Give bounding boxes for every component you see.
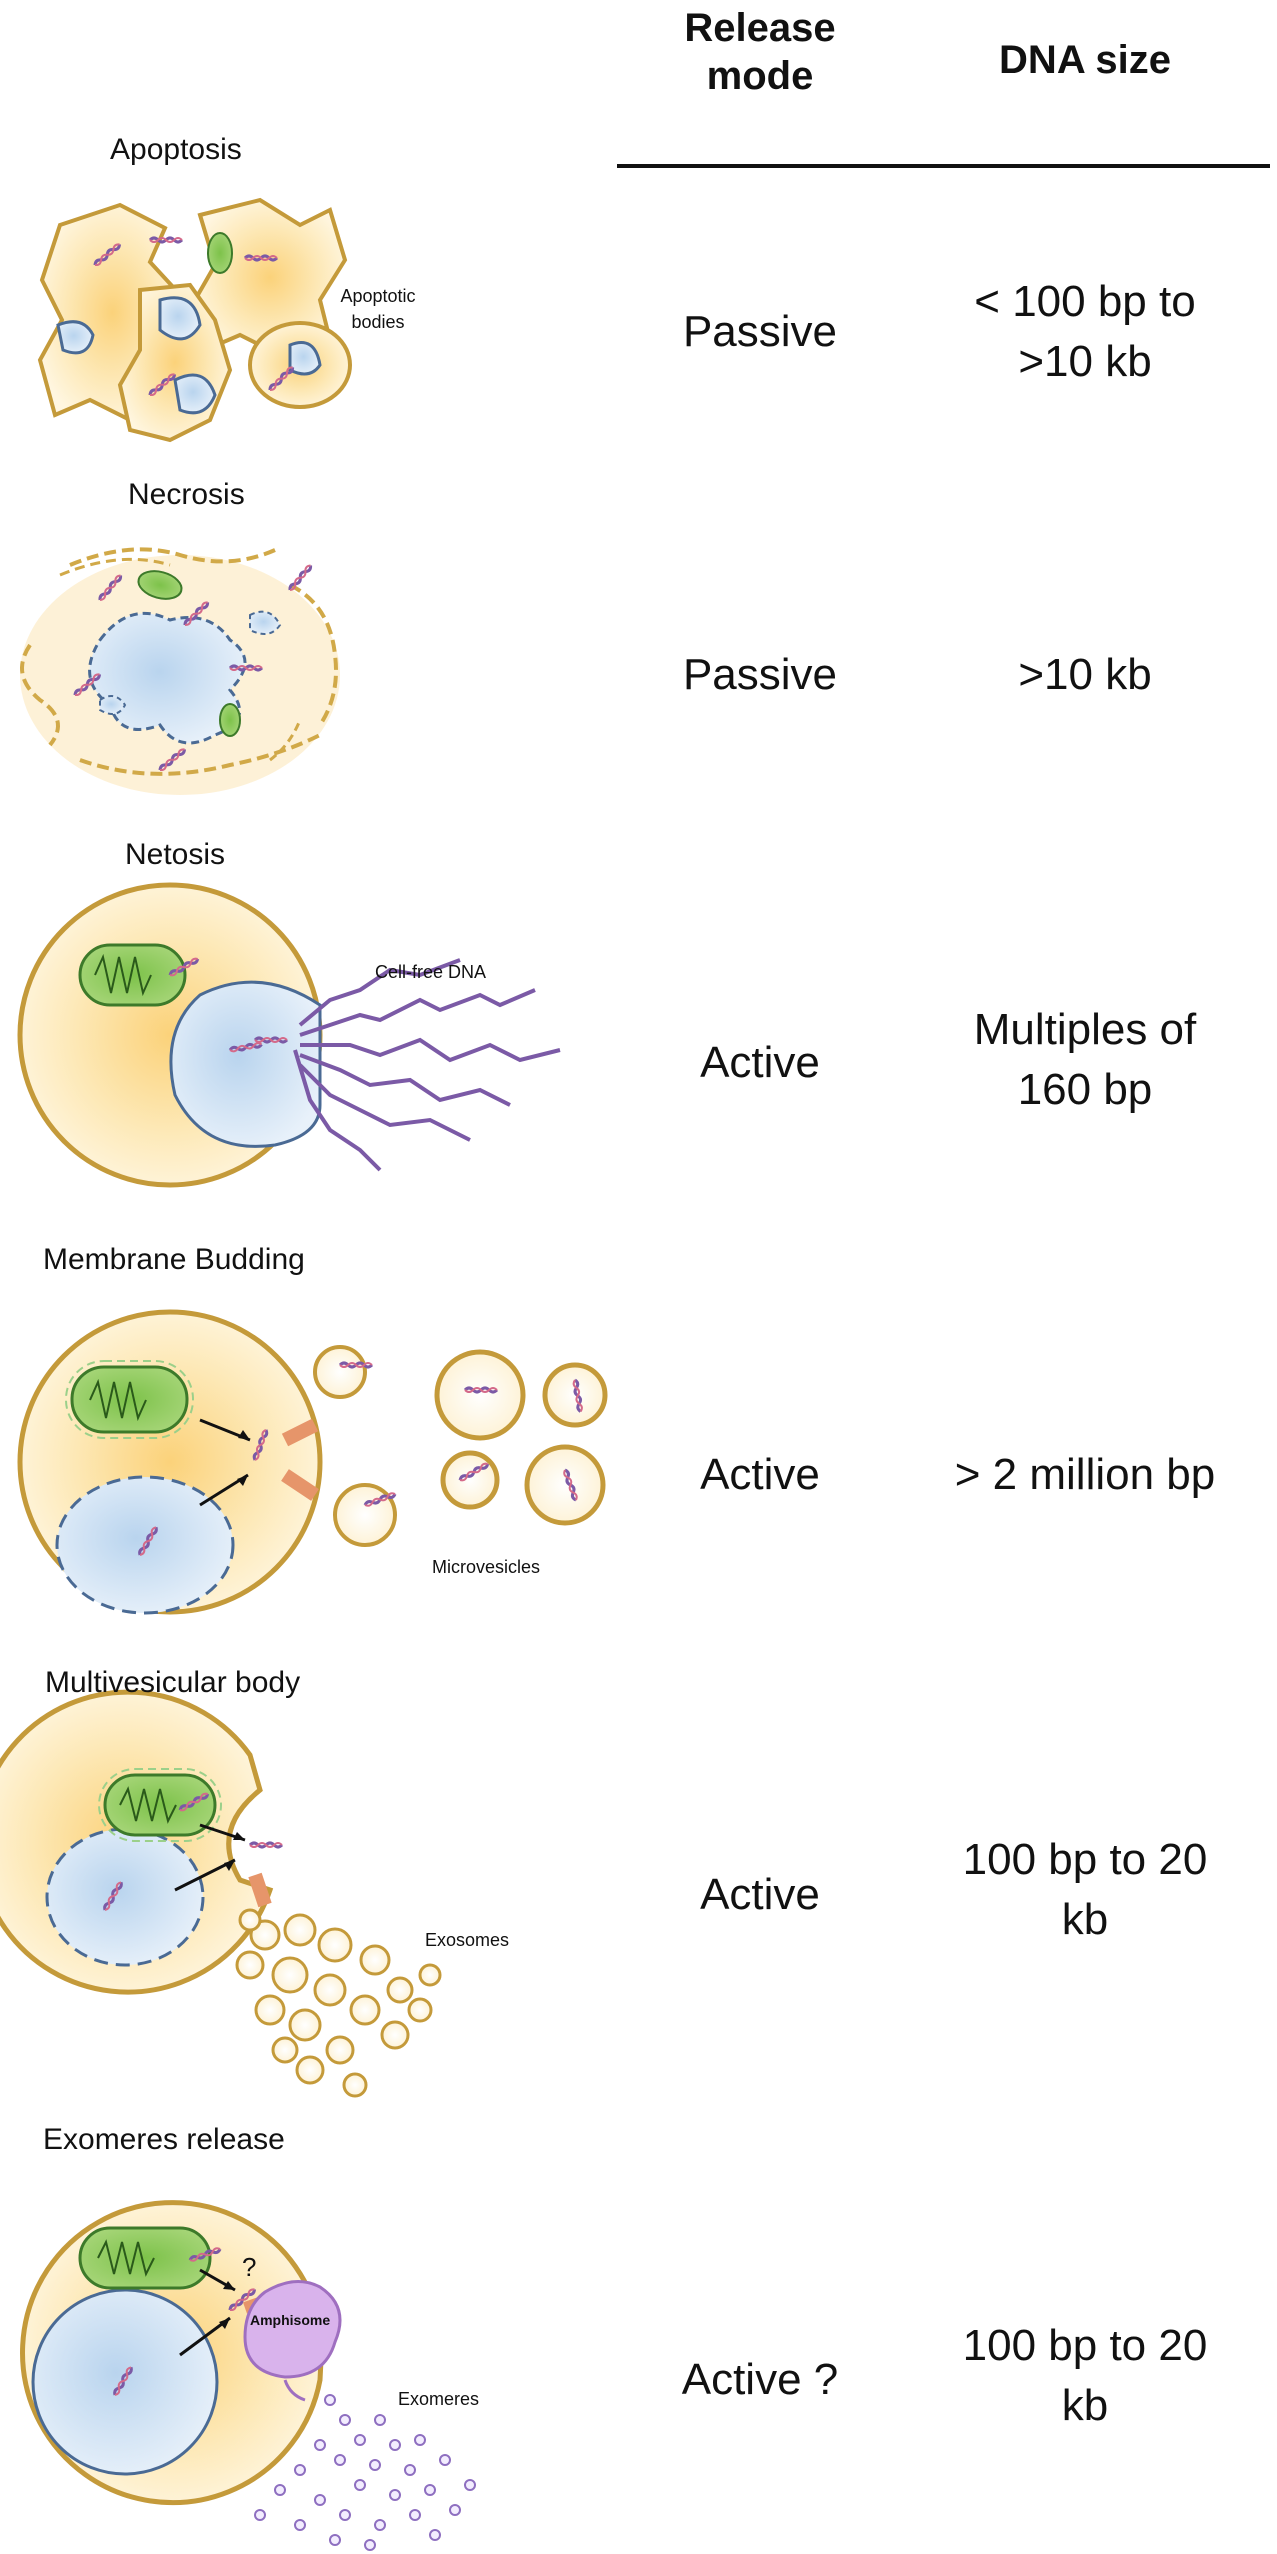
- release-necrosis: Passive: [682, 650, 838, 699]
- release-netosis: Active: [700, 1038, 820, 1087]
- row-title-exomeres-release: Exomeres release: [43, 2123, 285, 2156]
- header-dna-size: DNA size: [999, 38, 1171, 82]
- release-multivesicular-body: Active: [700, 1870, 820, 1919]
- label-question-mark: ?: [242, 2252, 257, 2282]
- row-title-multivesicular-body: Multivesicular body: [45, 1666, 301, 1699]
- header-release-mode: Release mode: [684, 6, 836, 98]
- necrosis-illustration: [20, 547, 340, 795]
- release-membrane-budding: Active: [700, 1450, 820, 1499]
- size-necrosis: >10 kb: [1018, 650, 1152, 699]
- note-microvesicles: Microvesicles: [432, 1557, 541, 1577]
- multivesicular-body-illustration: [0, 1689, 442, 2098]
- netosis-illustration: [17, 882, 561, 1188]
- size-netosis: Multiples of 160 bp: [973, 1005, 1197, 1114]
- membrane-budding-illustration: [17, 1309, 608, 1615]
- release-exomeres: Active ?: [681, 2355, 839, 2404]
- row-title-netosis: Netosis: [125, 838, 226, 871]
- exomeres-release-illustration: [20, 2200, 476, 2551]
- release-apoptosis: Passive: [682, 307, 838, 356]
- size-multivesicular-body: 100 bp to 20 kb: [962, 1835, 1208, 1944]
- note-apoptotic-bodies: Apoptotic bodies: [340, 286, 416, 332]
- note-cell-free-dna: Cell-free DNA: [375, 962, 487, 982]
- size-exomeres: 100 bp to 20 kb: [962, 2321, 1208, 2430]
- size-apoptosis: < 100 bp to >10 kb: [974, 277, 1196, 386]
- apoptosis-illustration: [37, 197, 352, 443]
- label-amphisome: Amphisome: [250, 2312, 331, 2328]
- size-membrane-budding: > 2 million bp: [954, 1450, 1216, 1499]
- note-exosomes: Exosomes: [425, 1930, 510, 1950]
- note-exomeres: Exomeres: [398, 2389, 480, 2409]
- row-title-necrosis: Necrosis: [128, 478, 245, 511]
- row-title-membrane-budding: Membrane Budding: [43, 1243, 305, 1276]
- cell-free-dna-strands: [293, 958, 561, 1172]
- row-title-apoptosis: Apoptosis: [110, 133, 242, 166]
